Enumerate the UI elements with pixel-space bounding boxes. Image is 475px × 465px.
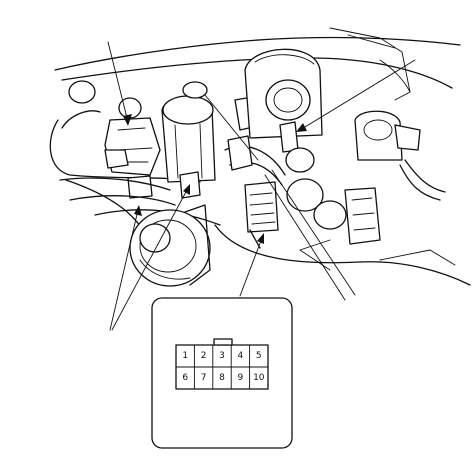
lower-hose [59, 177, 176, 206]
pin-label: 2 [201, 351, 207, 361]
intake-tube [161, 81, 216, 199]
left-bracket [104, 117, 161, 199]
engine-bay-outline [49, 27, 471, 286]
connector-latch [213, 338, 233, 346]
leader-lines [204, 59, 411, 301]
pin-label: 3 [219, 351, 225, 361]
pin-label: 4 [238, 351, 244, 361]
pin-label: 7 [201, 373, 207, 383]
pin-grid: 1 2 3 4 5 6 7 8 9 10 [182, 344, 265, 390]
harness-connector [244, 181, 279, 249]
pin-label: 5 [256, 351, 262, 361]
pin-label: 1 [182, 351, 188, 361]
callout-arrows [107, 41, 416, 331]
grommet [61, 80, 142, 129]
pin-label: 10 [253, 373, 265, 383]
pin-label: 9 [238, 373, 244, 383]
mid-components [285, 147, 381, 245]
right-sensor-cluster [354, 110, 446, 201]
round-component [129, 204, 211, 287]
connector-pinout-callout: 1 2 3 4 5 6 7 8 9 10 [151, 297, 293, 449]
pin-label: 8 [219, 373, 225, 383]
dome-component [244, 48, 323, 153]
pin-label: 6 [182, 373, 188, 383]
